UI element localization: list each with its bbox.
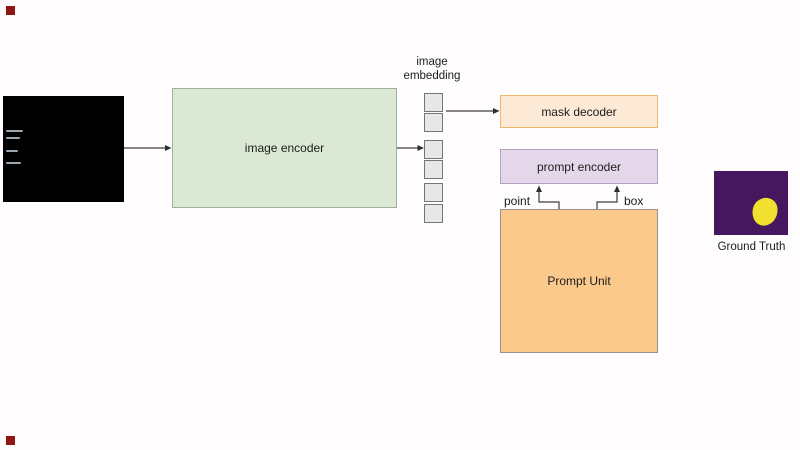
image-embedding-label-line1: image bbox=[416, 56, 448, 68]
endoscopy-input-image bbox=[3, 96, 124, 202]
image-embedding-label-line2: embedding bbox=[403, 70, 461, 82]
arrow-point-to-prompt-encoder bbox=[536, 185, 560, 209]
prompt-encoder-box: prompt encoder bbox=[500, 149, 658, 184]
ground-truth-image bbox=[714, 171, 788, 235]
prompt-unit-label: Prompt Unit bbox=[547, 274, 611, 288]
arrow-box-to-prompt-encoder bbox=[596, 185, 620, 209]
ground-truth-mask-graphic bbox=[714, 171, 788, 235]
image-encoder-box: image encoder bbox=[172, 88, 397, 208]
point-prompt-label: point bbox=[504, 194, 531, 208]
endoscope-overlay-textline bbox=[6, 130, 23, 132]
red-corner-marker-top-left bbox=[6, 6, 15, 15]
image-encoder-label: image encoder bbox=[244, 141, 325, 155]
embedding-token bbox=[424, 183, 443, 202]
embedding-token bbox=[424, 204, 443, 223]
segmentation-mask-blob bbox=[752, 197, 778, 226]
mask-decoder-label: mask decoder bbox=[541, 104, 617, 119]
box-prompt-label: box bbox=[624, 194, 644, 208]
embedding-token bbox=[424, 140, 443, 159]
embedding-token bbox=[424, 160, 443, 179]
embedding-token bbox=[424, 93, 443, 112]
endoscope-overlay-textline bbox=[6, 137, 20, 139]
image-embedding-label: image embedding bbox=[392, 55, 472, 83]
ground-truth-label: Ground Truth bbox=[717, 241, 786, 253]
mask-decoder-box: mask decoder bbox=[500, 95, 658, 128]
endoscopy-tissue-graphic bbox=[3, 96, 124, 202]
prompt-encoder-label: prompt encoder bbox=[536, 159, 622, 174]
red-corner-marker-bottom-left bbox=[6, 436, 15, 445]
prompt-unit-box: Prompt Unit bbox=[500, 209, 658, 353]
embedding-token bbox=[424, 113, 443, 132]
endoscope-overlay-textline bbox=[6, 162, 21, 164]
endoscope-overlay-textline bbox=[6, 150, 18, 152]
